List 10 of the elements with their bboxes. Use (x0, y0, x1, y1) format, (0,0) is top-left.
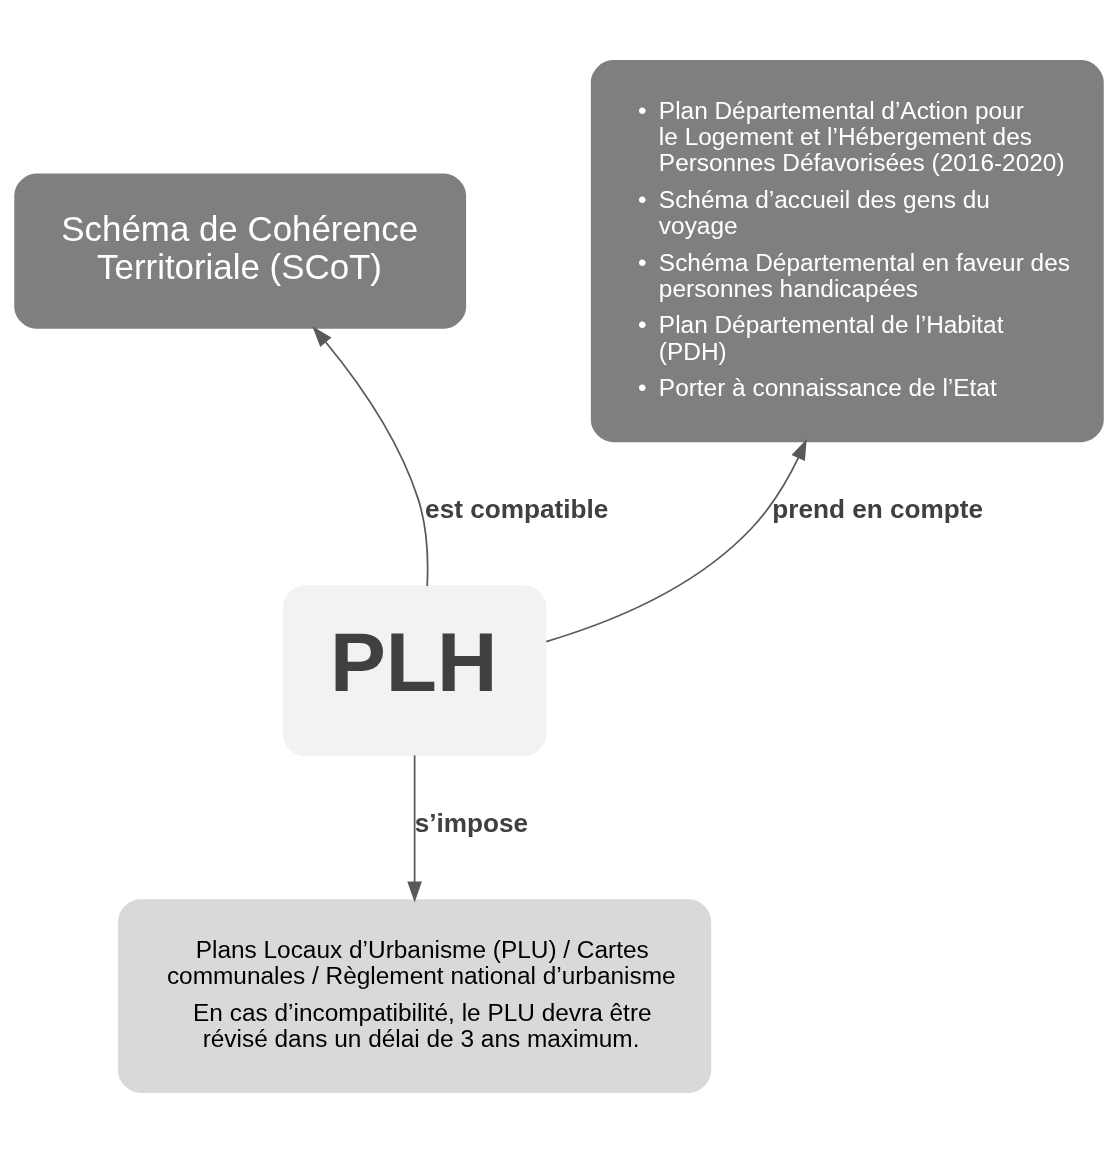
edge-label: est compatible (425, 494, 609, 525)
node-box: • Plan Départemental d’Action pour le Logement et l’Hébergement des Personnes Défavorisées (2016-2020) • Schéma d’accueil des gens du voyage • Schéma Départemental en faveur des personnes handicapées • Plan Départemental de l’Habitat (PDH) • Porter à connaissance de l’Etat (590, 60, 1104, 443)
edge-label: s’impose (414, 808, 529, 839)
node-box: PLH (282, 585, 547, 757)
node-box: Schéma de Cohérence Territoriale (SCoT) (14, 173, 467, 329)
node-box: Plans Locaux d’Urbanisme (PLU) / Cartes communales / Règlement national d’urbanisme En cas d’incompatibilité, le PLU devra être révisé dans un délai de 3 ans maximum. (118, 899, 712, 1093)
arrow (407, 754, 422, 903)
arrow (545, 438, 807, 643)
edge-label: prend en compte (772, 494, 984, 525)
arrow (312, 326, 429, 587)
